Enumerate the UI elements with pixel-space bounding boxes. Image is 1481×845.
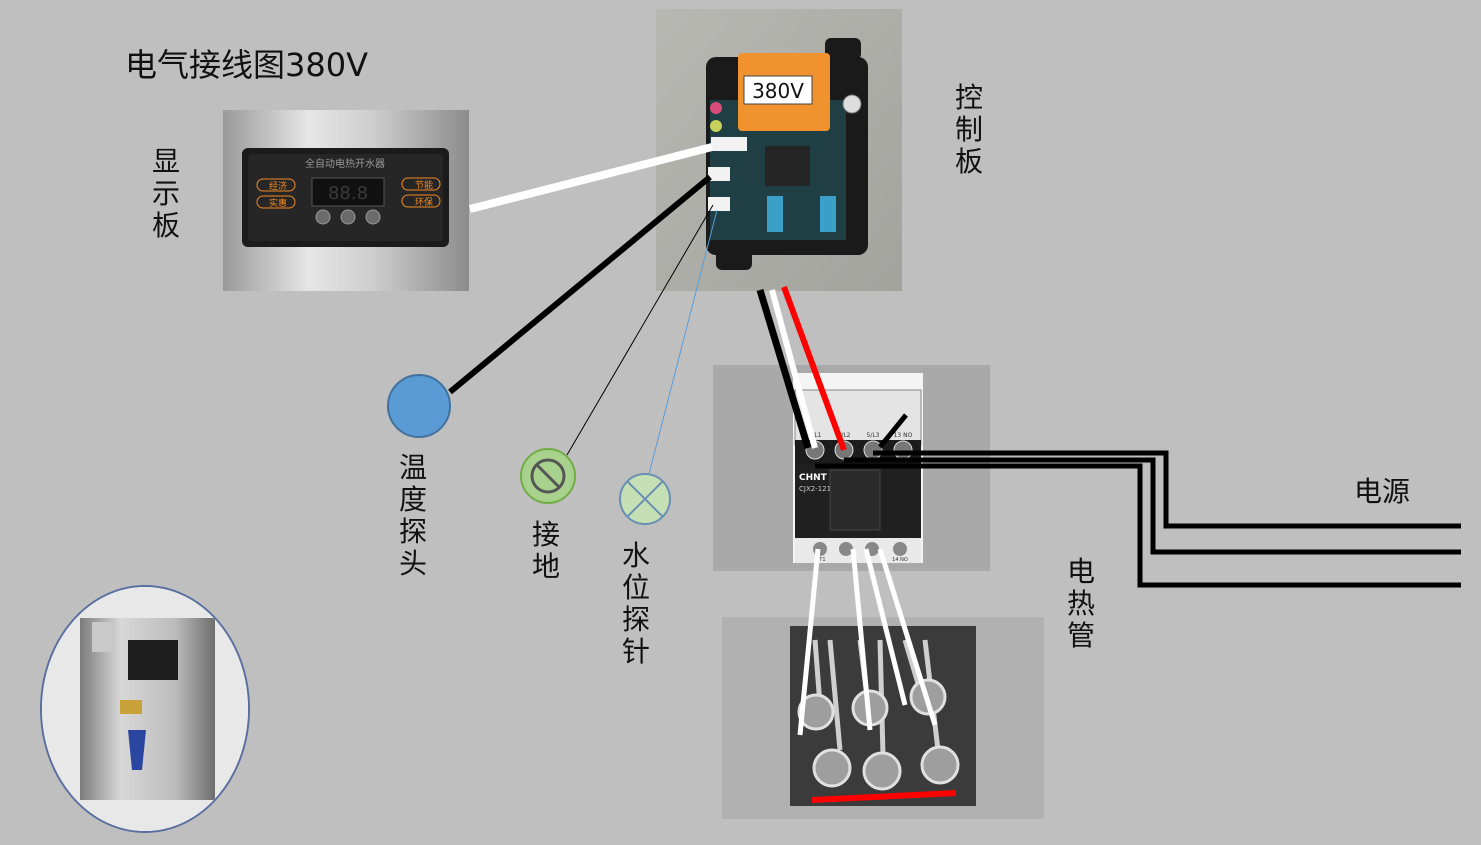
wire-temp-probe	[448, 174, 712, 395]
wire-power-l3	[873, 450, 1461, 529]
wire-heater-3b	[863, 548, 908, 706]
svg-text:环保: 环保	[415, 196, 433, 208]
contactor-model: CJX2-1210	[799, 485, 836, 493]
svg-text:14 NO: 14 NO	[892, 557, 908, 563]
panel-key-1	[315, 209, 331, 225]
ground-icon	[520, 448, 576, 504]
panel-button-3	[401, 177, 441, 191]
transformer-label: 380V	[752, 79, 804, 103]
display-connector	[711, 137, 747, 151]
panel-key-2	[340, 209, 356, 225]
temperature-probe-label: 温度探头	[398, 451, 427, 580]
wires	[448, 143, 1461, 803]
wire-display	[469, 143, 713, 213]
display-panel-header: 全自动电热开水器	[305, 157, 385, 170]
water-level-probe-label: 水位探针	[621, 539, 650, 668]
wire-power-l1	[815, 463, 1461, 588]
temp-connector	[708, 167, 730, 181]
panel-button-2	[256, 195, 296, 209]
svg-text:5/L3: 5/L3	[867, 432, 880, 439]
wire-heater-1	[797, 548, 821, 736]
panel-button-1	[256, 178, 296, 192]
ground-label: 接地	[531, 518, 560, 583]
control-board-label: 控制板	[954, 81, 983, 178]
water-heater-photo	[40, 585, 250, 833]
panel-key-3	[365, 209, 381, 225]
wire-water-probe	[648, 209, 718, 475]
svg-text:3/L2: 3/L2	[838, 432, 851, 439]
contactor-brand: CHNT	[799, 473, 828, 483]
svg-text:经济: 经济	[269, 180, 287, 192]
display-readout	[311, 177, 385, 207]
panel-button-4	[401, 194, 441, 208]
svg-text:13 NO: 13 NO	[894, 432, 913, 439]
power-supply-label: 电源	[1354, 475, 1411, 508]
display-board-photo: 全自动电热开水器 88.8 经济 实惠 节能 环保	[223, 110, 469, 291]
svg-text:节能: 节能	[415, 179, 433, 191]
wire-coil-jumper	[878, 413, 908, 449]
wire-ground	[566, 204, 714, 456]
svg-text:2/T1: 2/T1	[814, 557, 825, 563]
probe-connector	[708, 197, 730, 211]
heating-tube-photo	[722, 617, 1044, 819]
svg-text:实惠: 实惠	[269, 197, 287, 209]
water-level-probe-icon	[619, 473, 671, 525]
wire-red-control	[781, 285, 847, 452]
svg-text:1/L1: 1/L1	[809, 432, 822, 439]
heating-tube-label: 电热管	[1066, 555, 1095, 652]
terminal-no13	[893, 440, 913, 460]
wire-white-control	[769, 289, 818, 449]
wire-heater-2	[850, 548, 873, 731]
wire-black-control	[756, 288, 812, 450]
wire-heater-3	[877, 548, 938, 726]
svg-text:88.8: 88.8	[328, 183, 368, 204]
terminal-l3	[863, 440, 883, 460]
page-title: 电气接线图380V	[125, 46, 368, 84]
temperature-probe-icon	[387, 374, 451, 438]
wire-power-l2	[844, 457, 1461, 555]
wire-heater-bridge	[811, 790, 957, 803]
display-board-label: 显示板	[151, 145, 180, 242]
